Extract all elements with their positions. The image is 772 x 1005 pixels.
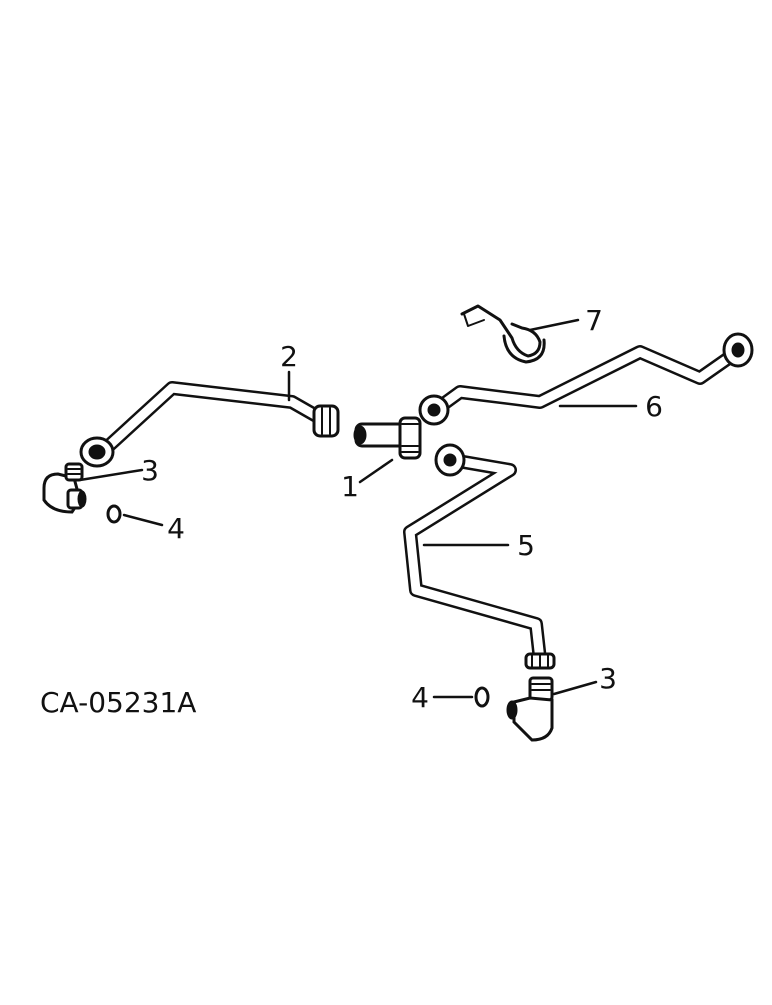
- leader-part-7: [528, 318, 580, 332]
- callout-part-3-right: 3: [599, 662, 617, 695]
- tube-5-top-nut: [434, 443, 466, 477]
- tube-6-left-nut: [418, 394, 450, 426]
- callout-part-1: 1: [341, 470, 359, 503]
- elbow-fitting-part-3-left: [42, 462, 87, 514]
- tube-part-2: [79, 381, 340, 468]
- callout-part-4-left: 4: [167, 512, 185, 545]
- callout-part-2: 2: [280, 340, 298, 373]
- leader-part-3-left: [78, 468, 144, 482]
- leader-lines: [78, 318, 638, 699]
- tube-2-left-nut: [79, 436, 115, 468]
- tube-6-right-nut: [722, 332, 754, 368]
- o-ring-part-4-left: [106, 504, 122, 524]
- tube-part-5: [403, 443, 556, 670]
- callout-part-4-right: 4: [411, 681, 429, 714]
- callout-part-5: 5: [517, 529, 535, 562]
- drawing-id-label: CA-05231A: [40, 686, 196, 719]
- tube-5-bottom-nut: [524, 652, 556, 670]
- callout-part-7: 7: [585, 304, 603, 337]
- tube-2-right-nut: [312, 404, 340, 438]
- leader-part-4-left: [122, 513, 164, 527]
- leader-part-1: [358, 458, 394, 484]
- tube-part-6: [418, 332, 754, 426]
- callout-part-3-left: 3: [141, 454, 159, 487]
- clamp-part-7: [460, 304, 546, 364]
- leader-part-3-right: [552, 680, 598, 696]
- elbow-fitting-part-3-right: [506, 676, 554, 742]
- callout-part-6: 6: [645, 390, 663, 423]
- o-ring-part-4-right: [474, 686, 490, 708]
- tee-fitting-part-1: [353, 416, 422, 460]
